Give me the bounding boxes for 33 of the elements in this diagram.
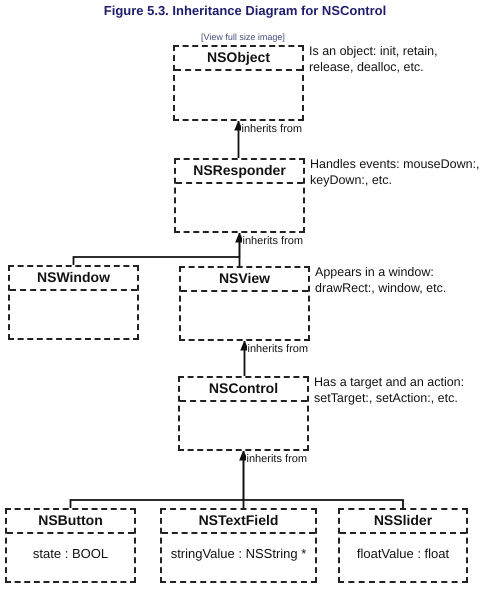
inheritance-arrow [240, 340, 249, 376]
view-image-link: [View full size image] [200, 32, 286, 42]
inheritance-arrow [239, 450, 404, 508]
class-box [174, 158, 305, 233]
edge-label: inherits from [242, 235, 304, 247]
inheritance-arrow [235, 232, 244, 266]
figure-title: Figure 5.3. Inheritance Diagram for NSControl [102, 3, 388, 18]
class-name: NSSlider [340, 510, 466, 534]
edge-label: inherits from [246, 343, 310, 355]
class-box [5, 508, 136, 583]
class-name: NSTextField [162, 510, 315, 534]
class-description: Handles events: mouseDown:, keyDown:, etc. [310, 156, 481, 188]
class-name: NSWindow [10, 267, 137, 291]
class-box [173, 45, 304, 121]
class-description: Has a target and an action: setTarget:, setAction:, etc. [314, 374, 466, 406]
class-property: state : BOOL [32, 546, 110, 561]
class-property: floatValue : float [356, 546, 450, 561]
class-name: NSControl [180, 378, 307, 402]
class-box [178, 376, 309, 451]
edge-label: inherits from [240, 123, 304, 135]
class-description: Appears in a window: drawRect:, window, etc. [315, 264, 448, 296]
class-box [179, 266, 310, 341]
class-name: NSButton [7, 510, 134, 534]
class-name: NSView [181, 268, 308, 292]
class-box [8, 265, 139, 340]
inheritance-arrow [234, 120, 243, 158]
class-property: stringValue : NSString * [170, 546, 308, 561]
class-description: Is an object: init, retain, release, dealloc, etc. [309, 43, 439, 75]
class-name: NSObject [175, 47, 302, 71]
class-name: NSResponder [176, 160, 303, 184]
edge-label: inherits from [246, 453, 308, 465]
class-box [160, 508, 317, 583]
class-box [338, 508, 468, 583]
